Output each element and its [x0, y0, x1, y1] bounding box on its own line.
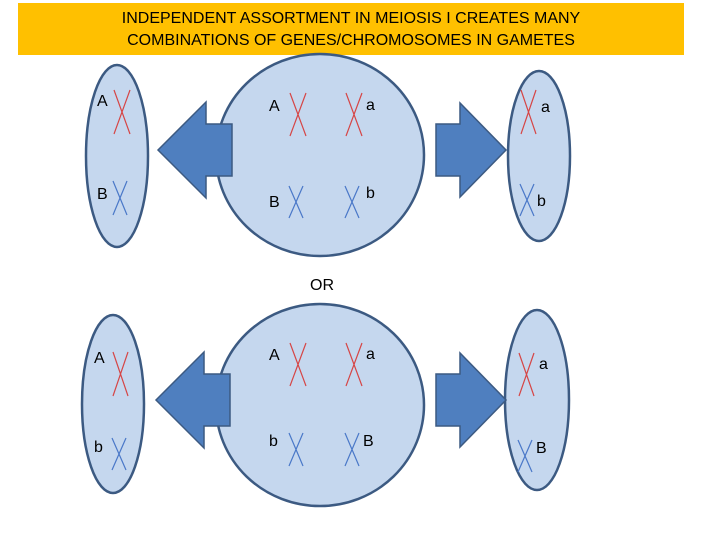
allele-label: b [366, 185, 375, 202]
allele-label: B [97, 186, 108, 203]
allele-label: b [94, 439, 103, 456]
left-arrow [156, 352, 230, 448]
allele-label: a [366, 97, 375, 114]
allele-label: B [536, 440, 547, 457]
right-gamete-cell [508, 71, 570, 241]
allele-label: A [269, 98, 280, 115]
right-gamete-cell [505, 310, 569, 490]
scenario-1: A B A B a b a b [86, 54, 570, 256]
allele-label: b [269, 433, 278, 450]
scenario-2: A b A b a B a B [82, 304, 569, 506]
allele-label: A [269, 347, 280, 364]
allele-label: b [537, 193, 546, 210]
allele-label: a [541, 99, 550, 116]
left-gamete-cell [86, 65, 148, 247]
allele-label: a [366, 346, 375, 363]
allele-label: A [97, 93, 108, 110]
allele-label: B [363, 433, 374, 450]
right-arrow [436, 103, 506, 197]
or-separator: OR [310, 277, 334, 294]
parent-cell [216, 304, 424, 506]
allele-label: a [539, 356, 548, 373]
allele-label: A [94, 350, 105, 367]
parent-cell [216, 54, 424, 256]
right-arrow [436, 353, 506, 447]
allele-label: B [269, 194, 280, 211]
